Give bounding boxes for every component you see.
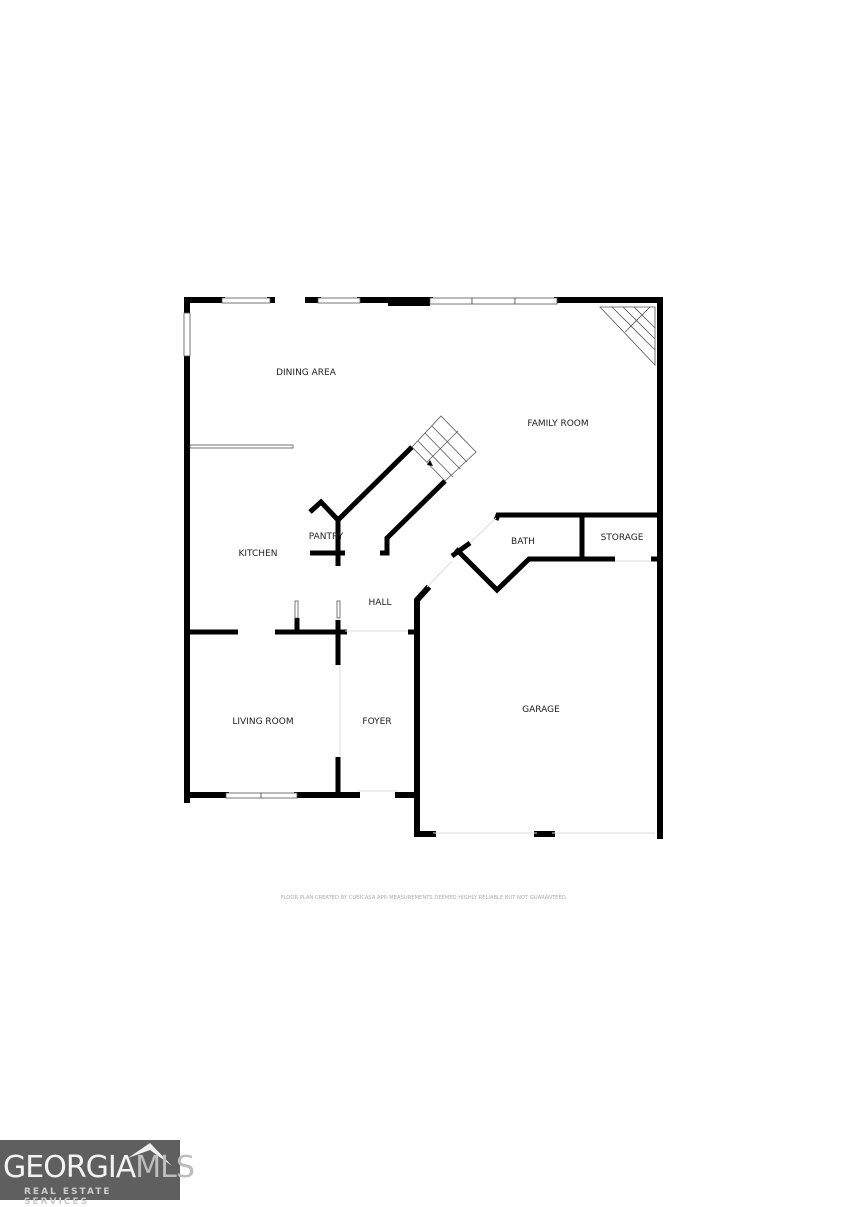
logo-wordmark: GEORGIAMLS bbox=[3, 1150, 195, 1185]
logo-tagline: REAL ESTATE SERVICES bbox=[24, 1187, 112, 1207]
label-pantry: PANTRY bbox=[309, 532, 344, 542]
door-openings bbox=[339, 517, 655, 834]
roof-icon bbox=[128, 1143, 172, 1166]
label-kitchen: KITCHEN bbox=[239, 549, 278, 559]
label-family-room: FAMILY ROOM bbox=[527, 419, 588, 429]
walls bbox=[184, 297, 663, 839]
label-dining-area: DINING AREA bbox=[276, 368, 337, 378]
label-hall: HALL bbox=[369, 598, 392, 608]
label-bath: BATH bbox=[511, 537, 535, 547]
disclaimer-text: FLOOR PLAN CREATED BY CUBICASA APP. MEAS… bbox=[281, 895, 568, 901]
label-living-room: LIVING ROOM bbox=[232, 717, 293, 727]
label-storage: STORAGE bbox=[601, 533, 644, 543]
georgia-mls-logo: GEORGIAMLS REAL ESTATE SERVICES bbox=[0, 1140, 195, 1207]
stairs-corner bbox=[599, 306, 656, 367]
stair-arrow-icon bbox=[427, 460, 433, 466]
label-foyer: FOYER bbox=[362, 717, 391, 727]
windows bbox=[183, 297, 558, 799]
stairs-central bbox=[411, 415, 477, 482]
label-garage: GARAGE bbox=[522, 705, 560, 715]
